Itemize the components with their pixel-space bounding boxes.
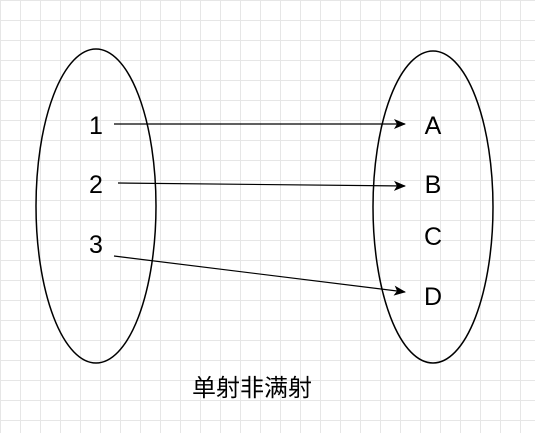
codomain-element-b: B <box>425 171 442 199</box>
domain-element-3: 3 <box>89 231 103 259</box>
domain-element-1: 1 <box>89 112 103 140</box>
domain-element-2: 2 <box>89 171 103 199</box>
codomain-element-d: D <box>424 283 442 311</box>
diagram-caption: 单射非满射 <box>192 374 312 402</box>
domain-set-ellipse <box>35 48 157 364</box>
codomain-element-c: C <box>424 223 442 251</box>
arrow-3-to-d <box>113 255 406 296</box>
arrow-2-to-b <box>117 180 406 191</box>
codomain-element-a: A <box>425 112 442 140</box>
codomain-set-ellipse <box>372 50 494 364</box>
